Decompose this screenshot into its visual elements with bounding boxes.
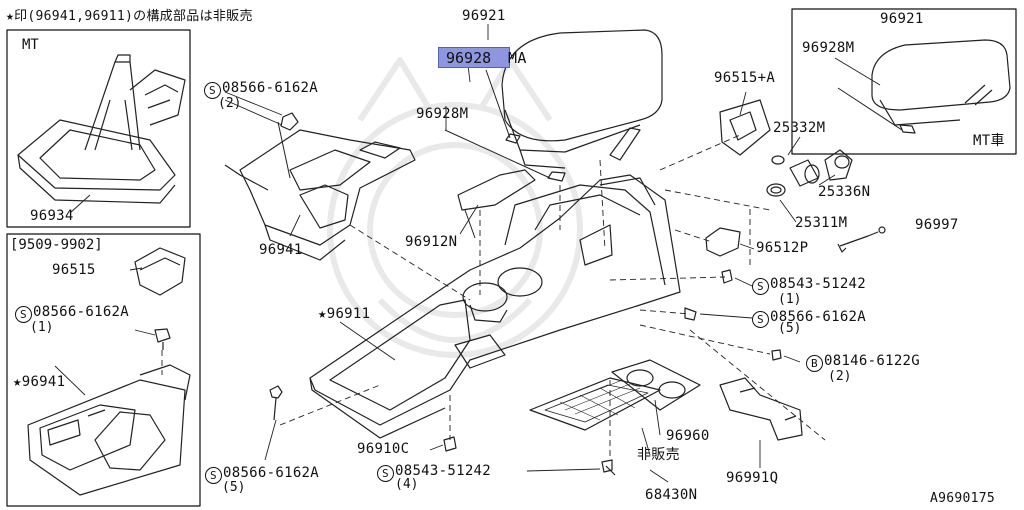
- s-prefix-icon: S: [377, 465, 394, 482]
- fastener-qty-5: (4): [395, 477, 419, 492]
- bracket-drawing: [719, 377, 803, 441]
- inset-mt-title: MT: [22, 37, 39, 53]
- watermark-emblem: [327, 57, 583, 358]
- inset-box-date-range: [6, 233, 201, 507]
- fastener-drawings: [154, 269, 782, 476]
- part-label-96515[interactable]: 96515: [52, 262, 96, 278]
- inset-date-title: [9509-9902]: [10, 237, 103, 253]
- part-label-25332m[interactable]: 25332M: [773, 120, 826, 136]
- highlight-box: [438, 47, 510, 68]
- part-label-25311m[interactable]: 25311M: [795, 215, 848, 231]
- part-label-96928m[interactable]: 96928M: [416, 106, 469, 122]
- shift-boot-mt-drawing: [17, 54, 186, 214]
- fastener-qty-1: (2): [218, 96, 242, 111]
- part-label-96515a[interactable]: 96515+A: [714, 70, 776, 86]
- armrest-main-drawing: [444, 29, 663, 182]
- console-body-drawing: [309, 174, 681, 439]
- s-prefix-icon: S: [752, 278, 769, 295]
- s-prefix-icon: S: [15, 306, 32, 323]
- part-label-not-for-sale: 非販売: [637, 447, 680, 463]
- fastener-code: 08543-51242: [770, 276, 867, 292]
- leader-lines: [54, 24, 836, 483]
- fastener-qty-3: (5): [778, 321, 802, 336]
- fastener-code: 08146-6122G: [824, 353, 921, 369]
- header-note: ★印(96941,96911)の構成部品は非販売: [6, 9, 253, 24]
- fastener-qty-4: (2): [828, 369, 852, 384]
- fastener-code: 08566-6162A: [770, 309, 867, 325]
- part-label-68430n[interactable]: 68430N: [645, 487, 698, 503]
- fastener-qty-inset: (1): [30, 320, 54, 335]
- part-label-96941[interactable]: 96941: [259, 242, 303, 258]
- part-label-96512p[interactable]: 96512P: [756, 240, 809, 256]
- part-label-96960[interactable]: 96960: [666, 428, 710, 444]
- b-prefix-icon: B: [806, 355, 823, 372]
- inset-date-parts-drawing: [27, 247, 191, 496]
- part-label-96921[interactable]: 96921: [462, 8, 506, 24]
- part-label-96928m-mt[interactable]: 96928M: [802, 40, 855, 56]
- fastener-code: 08543-51242: [395, 463, 492, 479]
- part-label-96934[interactable]: 96934: [30, 208, 74, 224]
- part-label-96912n[interactable]: 96912N: [405, 234, 458, 250]
- tray-drawing: [529, 359, 701, 431]
- fastener-code: 08566-6162A: [223, 465, 320, 481]
- diagram-code: A9690175: [930, 491, 996, 506]
- part-label-96910c[interactable]: 96910C: [357, 441, 410, 457]
- highlighted-part-suffix: MA: [508, 49, 527, 67]
- s-prefix-icon: S: [204, 82, 221, 99]
- fastener-code: 08566-6162A: [222, 80, 319, 96]
- s-prefix-icon: S: [205, 467, 222, 484]
- part-label-96921-mt[interactable]: 96921: [880, 11, 924, 27]
- fastener-code: 08566-6162A: [33, 304, 130, 320]
- inset-box-mt-car: [791, 8, 1017, 155]
- lid-drawing: [457, 169, 536, 239]
- part-label-25336n[interactable]: 25336N: [818, 184, 871, 200]
- part-label-96997[interactable]: 96997: [915, 217, 959, 233]
- inset-mt-car-title: MT車: [973, 133, 1005, 149]
- s-prefix-icon: S: [752, 311, 769, 328]
- inset-box-mt: [6, 29, 191, 228]
- armrest-mt-drawing: [834, 39, 1011, 134]
- shift-console-drawing: [224, 112, 416, 261]
- fastener-qty-6: (5): [222, 480, 246, 495]
- part-label-96941-star-inset[interactable]: ★96941: [13, 374, 66, 390]
- highlighted-part-code[interactable]: 96928: [446, 49, 492, 67]
- fastener-qty-2: (1): [778, 292, 802, 307]
- part-label-96911-star[interactable]: ★96911: [318, 306, 371, 322]
- part-label-96991q[interactable]: 96991Q: [726, 470, 779, 486]
- small-parts-drawing: [705, 99, 886, 257]
- assembly-dashed-lines: [161, 134, 826, 460]
